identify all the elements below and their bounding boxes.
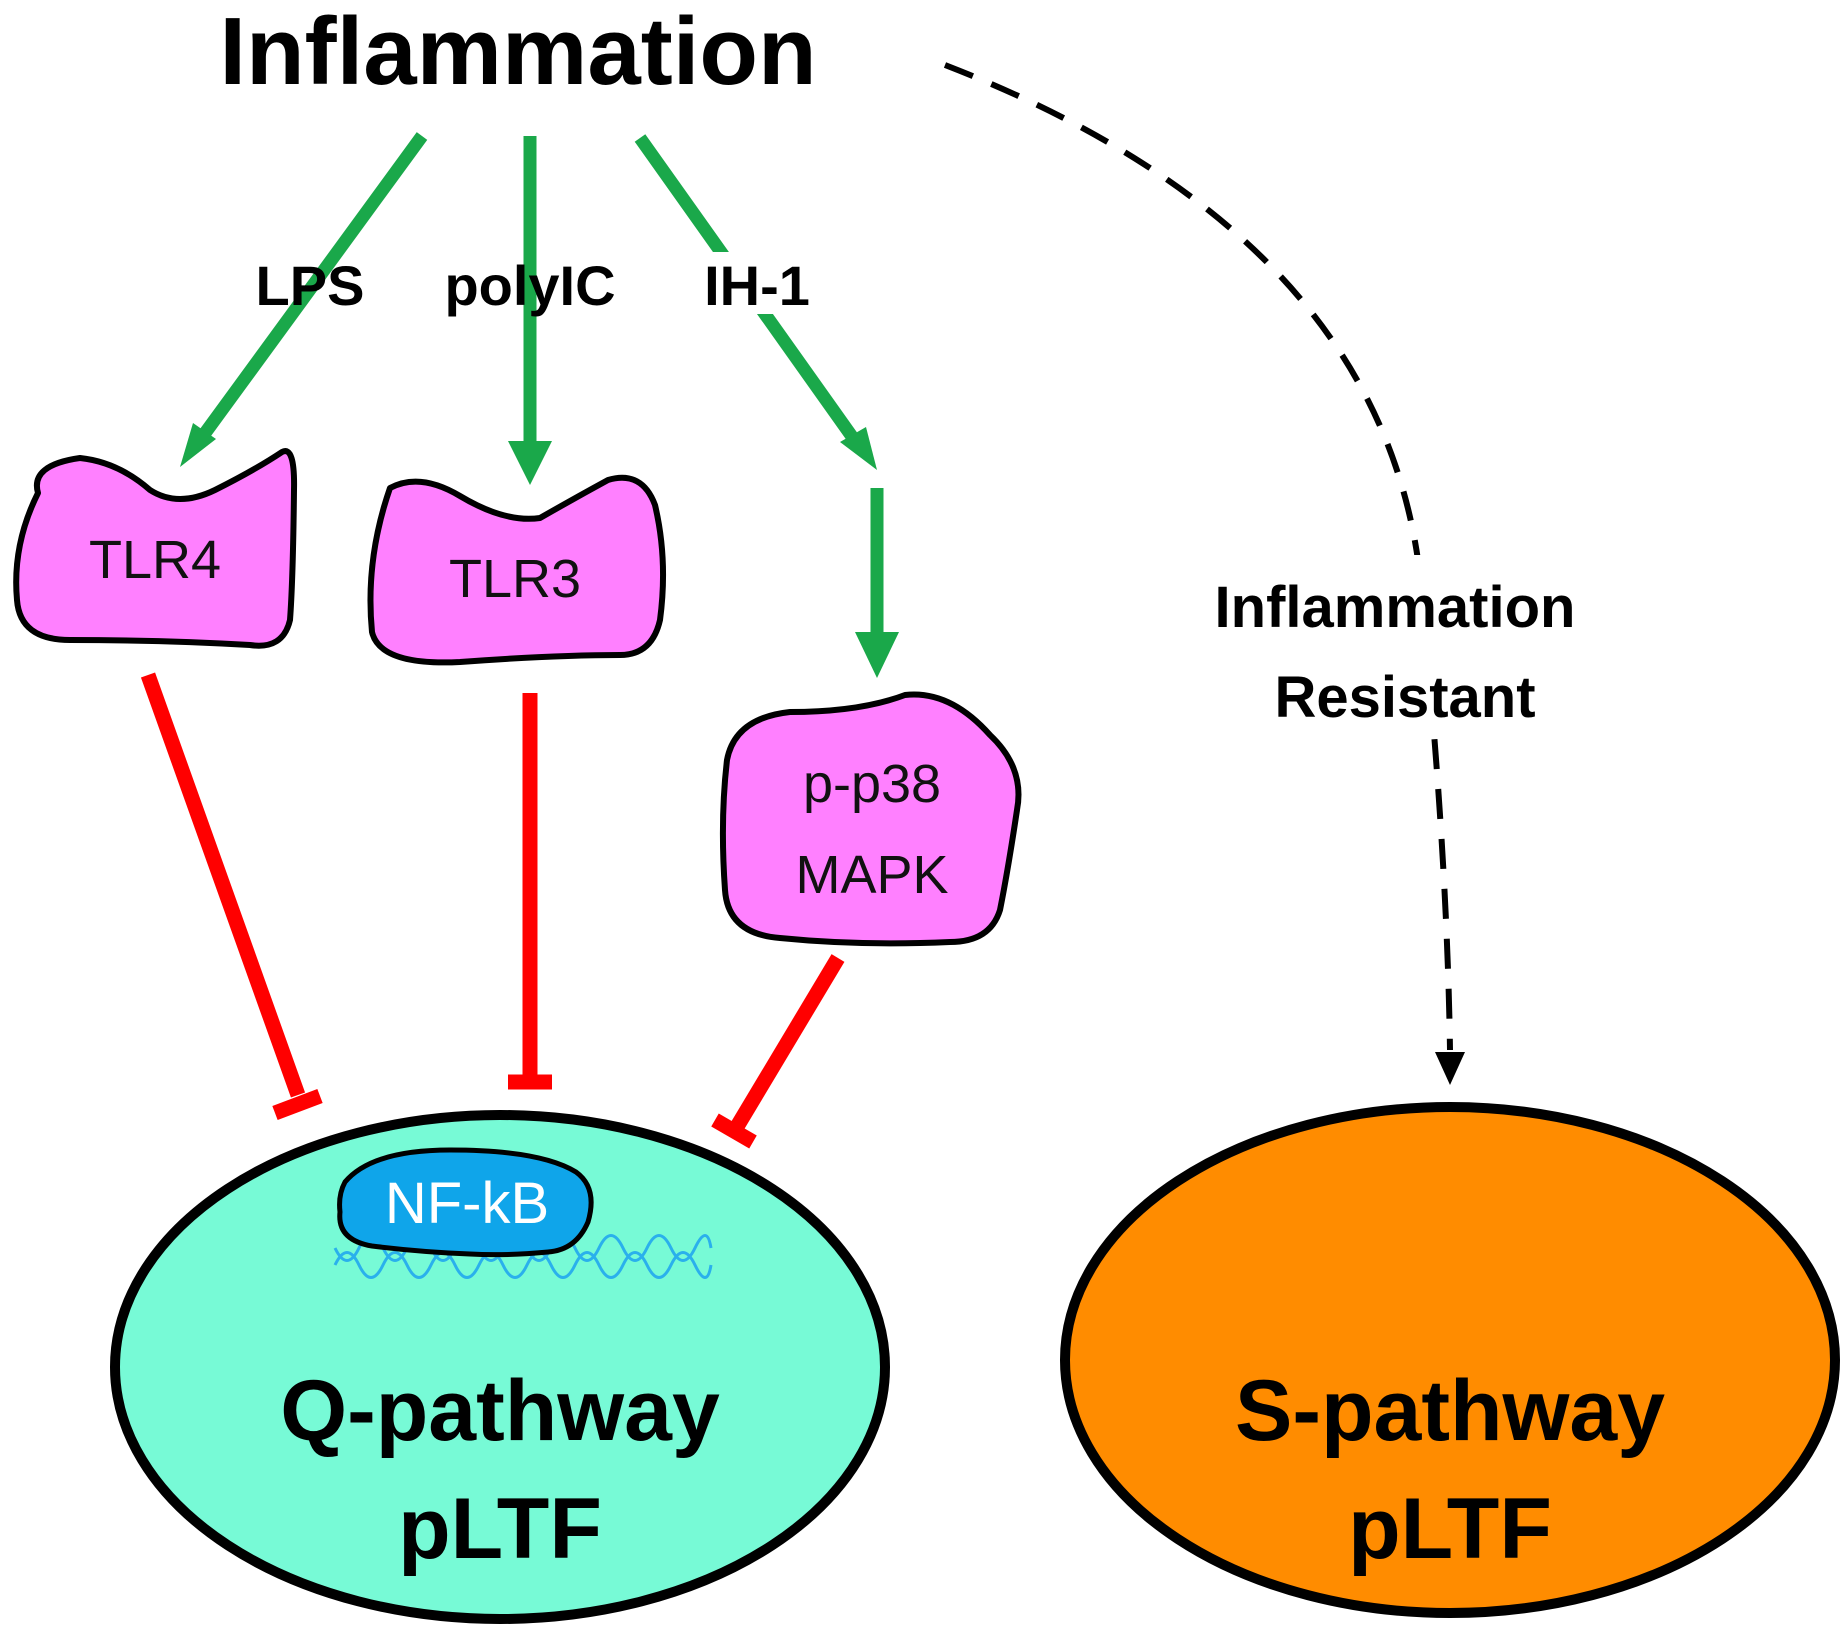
p38-label-line1: p-p38 [803, 754, 941, 814]
nfkb-protein [337, 1147, 594, 1258]
label-bg-ih1 [692, 252, 822, 314]
arrowhead-tlr3 [508, 441, 552, 485]
resistant-label-bg [1178, 555, 1612, 730]
s-pathway-ellipse [1060, 1102, 1840, 1618]
inhibit-tlr4-bar [272, 1088, 323, 1121]
stimulus-polyic: polyIC [444, 254, 615, 317]
inhibit-tlr4-line [140, 672, 306, 1098]
arrowhead-ih1-1 [840, 427, 877, 470]
arrow-lps-to-tlr4 [194, 132, 428, 444]
arrowhead-tlr4 [180, 423, 216, 467]
tlr4-label: TLR4 [89, 530, 221, 590]
tlr4-receptor [13, 448, 298, 649]
resistant-label-line2: Resistant [1274, 665, 1535, 730]
inhibit-p38-bar [711, 1113, 757, 1149]
q-pathway-ellipse [110, 1110, 890, 1624]
s-pathway-sublabel: pLTF [1348, 1481, 1552, 1577]
stimulus-ih1: IH-1 [704, 254, 810, 317]
inhibit-p38-line [728, 954, 845, 1134]
dashed-arrowhead [1435, 1052, 1465, 1085]
p38-label-line2: MAPK [795, 845, 948, 905]
nfkb-label: NF-kB [385, 1171, 549, 1236]
q-pathway-sublabel: pLTF [398, 1481, 602, 1577]
resistant-label-line1: Inflammation [1215, 575, 1576, 640]
dashed-arrow-to-s-pathway [943, 62, 1453, 1051]
stimulus-lps: LPS [256, 254, 365, 317]
s-pathway-label: S-pathway [1235, 1363, 1665, 1459]
arrowhead-p38 [855, 632, 899, 678]
tlr3-label: TLR3 [449, 549, 581, 609]
inhibition-lines [140, 672, 845, 1149]
q-pathway-label: Q-pathway [280, 1363, 720, 1459]
diagram-title: Inflammation [219, 0, 816, 105]
p38-mapk-receptor [719, 691, 1022, 947]
tlr3-receptor [367, 474, 667, 666]
